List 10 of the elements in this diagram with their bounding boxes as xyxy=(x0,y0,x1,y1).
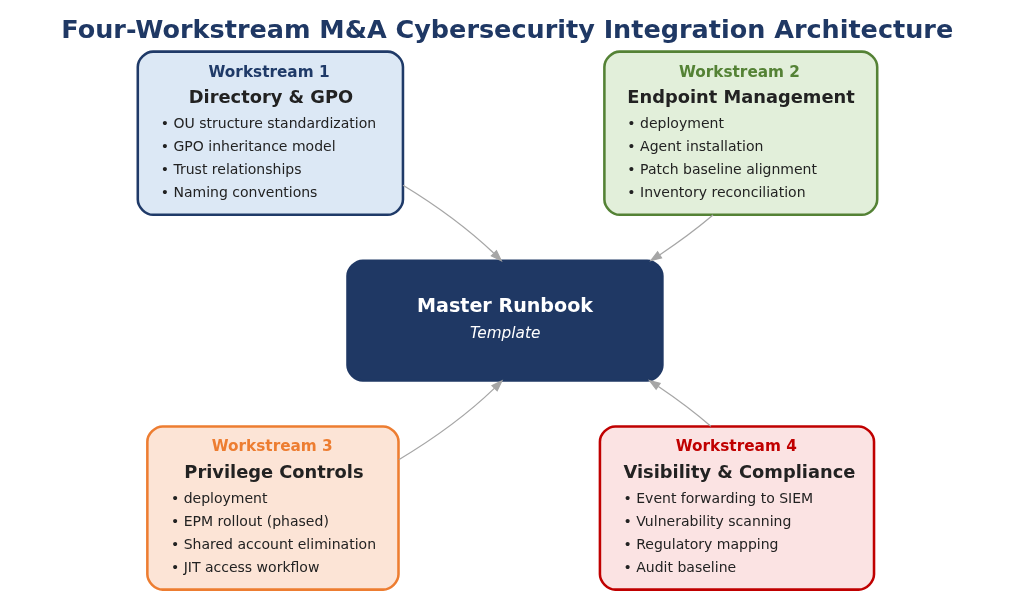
node-box: Master Runbook Template xyxy=(345,259,664,382)
node-box: Workstream 4 Visibility & Compliance • Event forwarding to SIEM • Vulnerability scanning • Regulatory mapping • Audit baseline xyxy=(598,425,875,591)
node-box: Workstream 3 Privilege Controls • deployment • EPM rollout (phased) • Shared account elimination • JIT access workflow xyxy=(145,425,400,591)
diagram-title: Four-Workstream M&A Cybersecurity Integration Architecture xyxy=(60,13,953,44)
arrow xyxy=(401,184,503,262)
arrow xyxy=(647,379,711,427)
arrow xyxy=(397,379,503,461)
node-box: Workstream 1 Directory & GPO • OU structure standardization • GPO inheritance model • Trust relationships • Naming conventions xyxy=(136,50,404,217)
arrow xyxy=(648,214,714,262)
node-box: Workstream 2 Endpoint Management • deployment • Agent installation • Patch baseline alignment • Inventory reconciliation xyxy=(602,50,878,217)
